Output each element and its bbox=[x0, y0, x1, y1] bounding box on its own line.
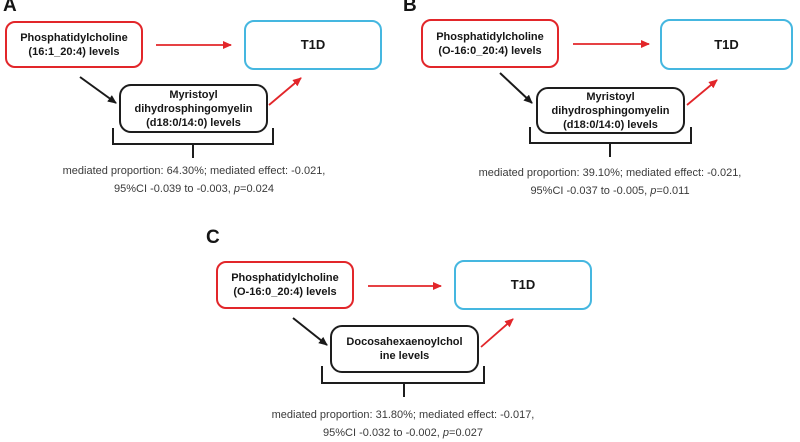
exposure-box: Phosphatidylcholine (16:1_20:4) levels bbox=[5, 21, 143, 68]
outcome-label: T1D bbox=[510, 277, 536, 292]
exposure-box: Phosphatidylcholine (O-16:0_20:4) levels bbox=[216, 261, 354, 309]
p-value: =0.011 bbox=[656, 185, 690, 197]
p-symbol: p bbox=[442, 427, 450, 439]
mediator-to-outcome-arrow bbox=[686, 79, 718, 106]
p-symbol: p bbox=[233, 183, 241, 195]
outcome-label: T1D bbox=[300, 37, 326, 52]
mediator-label: Docosahexaenoylchol ine levels bbox=[346, 336, 463, 362]
panel-b-label: B bbox=[403, 0, 418, 16]
p-value: =0.024 bbox=[240, 183, 274, 195]
stats-line2: 95%CI -0.032 to -0.002, p=0.027 bbox=[218, 424, 588, 442]
stats-line1: mediated proportion: 39.10%; mediated ef… bbox=[478, 167, 742, 179]
outcome-box: T1D bbox=[244, 20, 382, 70]
stats-line1: mediated proportion: 31.80%; mediated ef… bbox=[271, 409, 535, 421]
stats-line2: 95%CI -0.039 to -0.003, p=0.024 bbox=[9, 180, 379, 198]
stats-line1: mediated proportion: 64.30%; mediated ef… bbox=[62, 165, 326, 177]
outcome-box: T1D bbox=[660, 19, 793, 70]
exposure-label: Phosphatidylcholine (16:1_20:4) levels bbox=[20, 31, 128, 58]
mediator-to-outcome-arrow bbox=[268, 77, 302, 106]
ci-text: 95%CI -0.039 to -0.003, bbox=[114, 183, 234, 195]
ci-text: 95%CI -0.032 to -0.002, bbox=[323, 427, 443, 439]
exposure-to-mediator-arrow bbox=[292, 317, 328, 346]
stats-text: mediated proportion: 64.30%; mediated ef… bbox=[9, 162, 379, 198]
stats-text: mediated proportion: 39.10%; mediated ef… bbox=[425, 164, 795, 200]
exposure-box: Phosphatidylcholine (O-16:0_20:4) levels bbox=[421, 19, 559, 68]
mediator-box: Myristoyl dihydrosphingomyelin (d18:0/14… bbox=[119, 84, 268, 133]
exposure-to-mediator-arrow bbox=[499, 72, 533, 104]
panel-a: A Phosphatidylcholine (16:1_20:4) levels… bbox=[0, 0, 400, 220]
mediator-label: Myristoyl dihydrosphingomyelin (d18:0/14… bbox=[134, 88, 253, 129]
exposure-label: Phosphatidylcholine (O-16:0_20:4) levels bbox=[436, 30, 544, 57]
stats-text: mediated proportion: 31.80%; mediated ef… bbox=[218, 406, 588, 442]
stats-line2: 95%CI -0.037 to -0.005, p=0.011 bbox=[425, 182, 795, 200]
exposure-label: Phosphatidylcholine (O-16:0_20:4) levels bbox=[231, 272, 339, 298]
mediator-label: Myristoyl dihydrosphingomyelin (d18:0/14… bbox=[551, 90, 670, 131]
mediator-to-outcome-arrow bbox=[480, 318, 514, 348]
p-value: =0.027 bbox=[449, 427, 483, 439]
panel-c: C Phosphatidylcholine (O-16:0_20:4) leve… bbox=[150, 220, 650, 440]
panel-c-label: C bbox=[206, 227, 221, 248]
ci-text: 95%CI -0.037 to -0.005, bbox=[530, 185, 651, 197]
p-symbol: p bbox=[650, 185, 657, 197]
panel-b: B Phosphatidylcholine (O-16:0_20:4) leve… bbox=[400, 0, 800, 220]
exposure-to-mediator-arrow bbox=[79, 76, 117, 104]
mediator-box: Docosahexaenoylchol ine levels bbox=[330, 325, 479, 373]
outcome-label: T1D bbox=[714, 36, 739, 52]
panel-a-label: A bbox=[3, 0, 18, 16]
mediator-box: Myristoyl dihydrosphingomyelin (d18:0/14… bbox=[536, 87, 685, 134]
outcome-box: T1D bbox=[454, 260, 592, 310]
